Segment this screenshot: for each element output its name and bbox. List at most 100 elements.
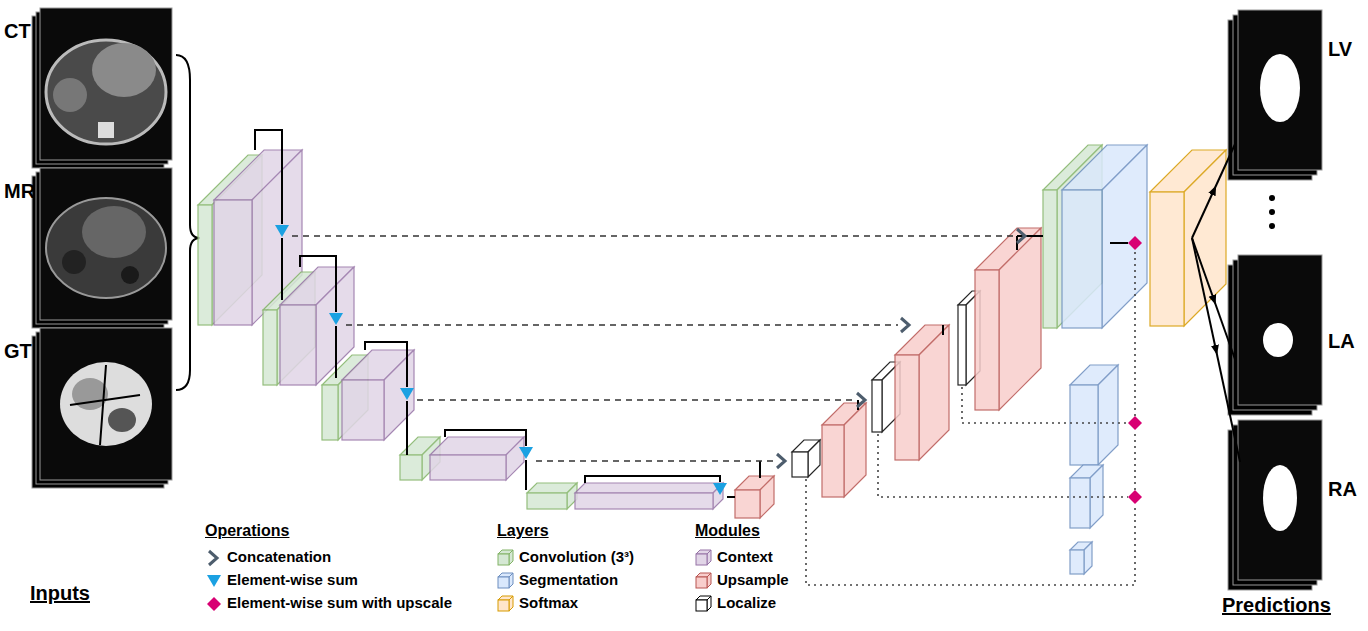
mr-heart <box>82 206 146 258</box>
connector-line <box>335 326 337 378</box>
image-frame <box>40 168 172 320</box>
skip-connection <box>417 399 854 401</box>
gt-boundary <box>70 365 140 445</box>
block-front <box>322 385 338 440</box>
output-arrow <box>1192 238 1240 462</box>
layer-block <box>1070 542 1092 574</box>
connector-line <box>727 496 735 498</box>
legend-heading: Operations <box>205 522 289 540</box>
legend-swatch <box>695 572 713 590</box>
output-arrow <box>1192 142 1236 238</box>
connector-line <box>759 461 761 478</box>
concat-chevron <box>1017 229 1025 243</box>
swatch-front <box>696 554 707 565</box>
block-side <box>1102 145 1147 328</box>
concat-chevron <box>857 393 865 407</box>
layer-block <box>735 476 774 518</box>
block-front <box>1062 190 1102 328</box>
block-side <box>844 403 866 497</box>
block-front <box>400 455 422 480</box>
block-front <box>1150 192 1184 326</box>
connector-line <box>525 460 527 490</box>
swatch-front <box>498 577 509 588</box>
connector-line <box>406 401 408 455</box>
skip-connection <box>292 235 1014 237</box>
block-front <box>975 270 999 410</box>
block-side <box>384 350 414 440</box>
legend-swatch <box>695 549 713 567</box>
deep-supervision-line <box>962 387 1128 423</box>
legend-text: Element-wise sum with upscale <box>227 594 452 611</box>
ellipsis-dot <box>1269 209 1275 215</box>
legend-swatch <box>695 595 713 613</box>
mr-organ <box>121 266 139 284</box>
legend-swatch <box>497 549 515 567</box>
block-front <box>214 200 252 325</box>
image-frame <box>1238 255 1322 405</box>
block-front <box>527 493 567 509</box>
block-side <box>760 476 774 518</box>
block-side <box>1084 542 1092 574</box>
image-frame <box>40 8 172 160</box>
input-brace <box>176 55 200 390</box>
block-front <box>1070 478 1090 528</box>
swatch-front <box>696 600 707 611</box>
block-front <box>872 380 882 432</box>
layer-block <box>430 437 524 480</box>
skip-connection <box>536 460 774 462</box>
block-front <box>575 493 713 509</box>
block-front <box>430 455 506 480</box>
concat-chevron <box>777 454 785 468</box>
connector-line <box>585 476 720 483</box>
legend-symbol <box>205 595 223 613</box>
legend-swatch <box>497 595 515 613</box>
legend-symbol <box>205 549 223 567</box>
block-front <box>895 355 919 460</box>
block-front <box>1070 385 1098 465</box>
block-top <box>575 483 723 493</box>
swatch-front <box>498 554 509 565</box>
ct-body <box>46 40 166 144</box>
concat-chevron <box>209 551 217 565</box>
legend-heading: Layers <box>497 522 549 540</box>
mr-organ <box>62 250 86 274</box>
gt-heart <box>60 362 152 446</box>
class-label: LV <box>1328 38 1352 61</box>
block-side <box>919 325 949 460</box>
legend-symbol <box>205 572 223 590</box>
ellipsis-dot <box>1269 195 1275 201</box>
layer-block <box>1070 365 1118 465</box>
connector-line <box>255 130 282 224</box>
swatch-side <box>707 596 711 611</box>
deep-supervision-line <box>1134 430 1136 490</box>
upscale-sum-diamond <box>1128 490 1142 504</box>
gt-chamber <box>108 408 136 432</box>
block-front <box>1070 550 1084 574</box>
layer-block <box>792 440 820 477</box>
block-side <box>1098 365 1118 465</box>
class-label: RA <box>1328 478 1357 501</box>
connector-line <box>281 238 283 300</box>
modality-label: GT <box>4 340 32 363</box>
legend-text: Softmax <box>519 594 578 611</box>
legend-swatch <box>497 572 515 590</box>
block-front <box>198 205 212 325</box>
deep-supervision-line <box>1134 250 1136 416</box>
swatch-side <box>509 573 513 588</box>
block-front <box>822 425 844 497</box>
block-side <box>808 440 820 477</box>
legend-heading: Modules <box>695 522 760 540</box>
concat-chevron <box>901 318 909 332</box>
legend-text: Element-wise sum <box>227 571 358 588</box>
ct-organ <box>53 78 87 112</box>
section-title: Predictions <box>1222 594 1331 617</box>
legend-text: Convolution (3³) <box>519 548 634 565</box>
connector-line <box>300 256 336 312</box>
legend-text: Segmentation <box>519 571 618 588</box>
upscale-sum-diamond <box>1128 236 1142 250</box>
modality-label: MR <box>4 180 35 203</box>
la-mask <box>1263 323 1293 357</box>
layer-block <box>342 350 414 440</box>
block-front <box>792 452 808 477</box>
